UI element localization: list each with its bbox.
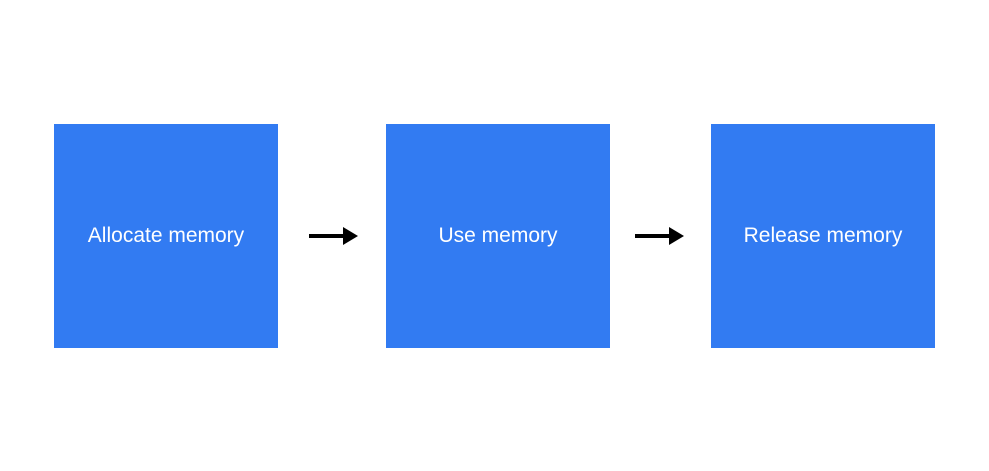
step-allocate-memory: Allocate memory (54, 124, 278, 348)
right-arrow-icon (309, 227, 358, 245)
step-release-memory: Release memory (711, 124, 935, 348)
step-label: Release memory (743, 224, 903, 247)
step-label: Use memory (438, 224, 558, 247)
step-use-memory: Use memory (386, 124, 610, 348)
right-arrow-icon (635, 227, 684, 245)
step-label: Allocate memory (87, 224, 245, 247)
